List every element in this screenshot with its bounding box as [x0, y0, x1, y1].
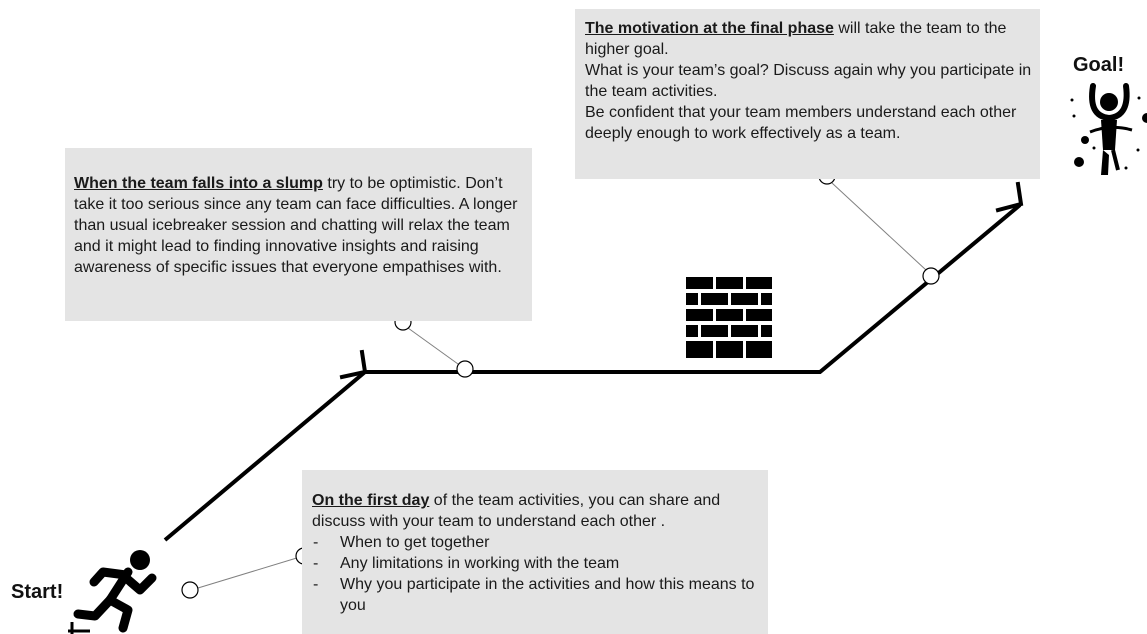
final-question: What is your team’s goal? Discuss again … — [585, 62, 1032, 100]
list-item: Why you participate in the activities an… — [312, 574, 760, 616]
slump-paragraph: When the team falls into a slump try to … — [74, 173, 524, 278]
first-day-text: of the team activities, you can share an… — [312, 492, 721, 530]
first-day-heading: On the first day — [312, 492, 430, 509]
slump-callout: When the team falls into a slump try to … — [65, 148, 532, 321]
running-person-icon — [68, 550, 157, 634]
first-day-paragraph: On the first day of the team activities,… — [312, 490, 760, 532]
connector-slump — [394, 313, 474, 378]
goal-celebration-icon — [1070, 83, 1147, 175]
first-day-callout: On the first day of the team activities,… — [302, 470, 768, 634]
arrowhead-first — [339, 349, 368, 380]
slump-heading: When the team falls into a slump — [74, 175, 323, 192]
first-day-list: When to get together Any limitations in … — [312, 532, 760, 616]
progress-path — [163, 203, 1022, 542]
start-label: Start! — [11, 581, 64, 603]
list-item: Any limitations in working with the team — [312, 553, 760, 574]
goal-label: Goal! — [1073, 54, 1125, 76]
final-text: will take the team to the higher goal. — [585, 20, 1007, 58]
final-heading: The motivation at the final phase — [585, 20, 834, 37]
list-item: When to get together — [312, 532, 760, 553]
slump-text: try to be optimistic. Don’t take it too … — [74, 175, 518, 276]
connector-first-day — [181, 547, 313, 599]
brick-wall-icon — [686, 277, 772, 358]
connector-final — [818, 167, 940, 285]
final-phase-callout: The motivation at the final phase will t… — [575, 9, 1040, 179]
final-confidence: Be confident that your team members unde… — [585, 104, 1017, 142]
arrowhead-final — [995, 181, 1024, 213]
final-paragraph: The motivation at the final phase will t… — [585, 18, 1032, 60]
